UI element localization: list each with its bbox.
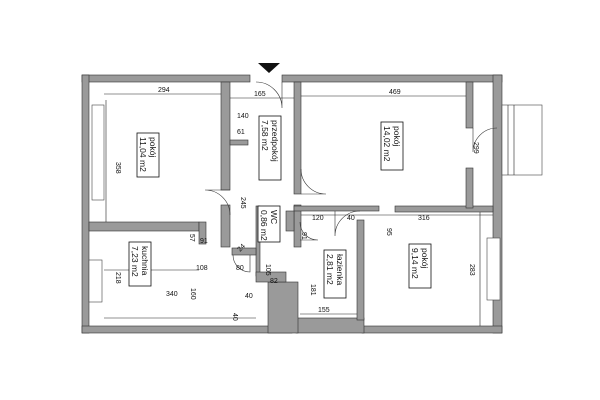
dim-40-bottom: 40 <box>231 313 238 321</box>
dim-160: 160 <box>189 288 196 300</box>
room-name: WC <box>269 210 279 224</box>
dim-340: 340 <box>166 291 178 298</box>
dim-61: 61 <box>237 129 245 136</box>
room-label-lazienka: łazienka 2,81 m2 <box>323 249 347 299</box>
dim-24: 24 <box>236 243 247 254</box>
room-name: pokój <box>420 248 430 268</box>
dim-469: 469 <box>389 89 401 96</box>
dim-316: 316 <box>418 215 430 222</box>
dim-245: 245 <box>239 197 246 209</box>
room-label-pokoj-2: pokój 14,02 m2 <box>380 121 404 171</box>
room-area: 11,04 m2 <box>138 137 148 172</box>
dim-91-left: 91 <box>200 238 208 245</box>
window-left-lower <box>88 259 103 303</box>
dim-80: 80 <box>236 265 244 272</box>
dim-105: 105 <box>264 264 271 276</box>
dimension-lines <box>104 93 493 326</box>
room-label-przedpokoj: przedpokój 7,58 m2 <box>258 115 282 181</box>
room-area: 0,86 m2 <box>259 210 269 241</box>
dim-140: 140 <box>237 113 249 120</box>
dim-218: 218 <box>114 272 121 284</box>
dim-108: 108 <box>196 265 208 272</box>
balcony <box>501 104 543 176</box>
window-right-lower <box>486 237 501 301</box>
walls <box>81 74 503 334</box>
room-label-pokoj-3: pokój 9,14 m2 <box>408 243 432 289</box>
windows <box>88 104 543 303</box>
dim-181: 181 <box>309 284 316 296</box>
room-name: łazienka <box>335 254 345 285</box>
room-label-wc: WC 0,86 m2 <box>257 205 281 243</box>
room-area: 9,14 m2 <box>410 248 420 279</box>
dim-95: 95 <box>385 228 392 236</box>
dim-358: 358 <box>114 162 121 174</box>
doors <box>204 81 498 273</box>
dim-120: 120 <box>312 215 324 222</box>
dim-91-right: 91 <box>300 232 307 240</box>
room-area: 7,58 m2 <box>260 120 270 151</box>
room-name: przedpokój <box>270 120 280 162</box>
window-left-upper <box>91 104 105 201</box>
dim-299: 299 <box>472 142 479 154</box>
room-name: kuchnia <box>140 246 150 276</box>
dim-40-top: 40 <box>347 215 355 222</box>
room-area: 7,23 m2 <box>130 246 140 277</box>
room-label-pokoj-1: pokój 11,04 m2 <box>136 132 160 178</box>
dim-82: 82 <box>270 278 278 285</box>
room-label-kuchnia: kuchnia 7,23 m2 <box>128 241 152 287</box>
dim-283: 283 <box>468 264 475 276</box>
room-area: 14,02 m2 <box>382 126 392 162</box>
dim-155: 155 <box>318 307 330 314</box>
dim-57: 57 <box>188 234 195 242</box>
entrance-arrow-icon <box>258 63 280 73</box>
room-area: 2,81 m2 <box>325 254 335 285</box>
room-name: pokój <box>148 137 158 157</box>
dimension-labels: 294 165 469 358 140 61 299 245 120 40 31… <box>114 87 479 321</box>
dim-294: 294 <box>158 87 170 94</box>
room-name: pokój <box>392 126 402 146</box>
dim-165: 165 <box>254 91 266 98</box>
dim-40-mid: 40 <box>245 293 253 300</box>
